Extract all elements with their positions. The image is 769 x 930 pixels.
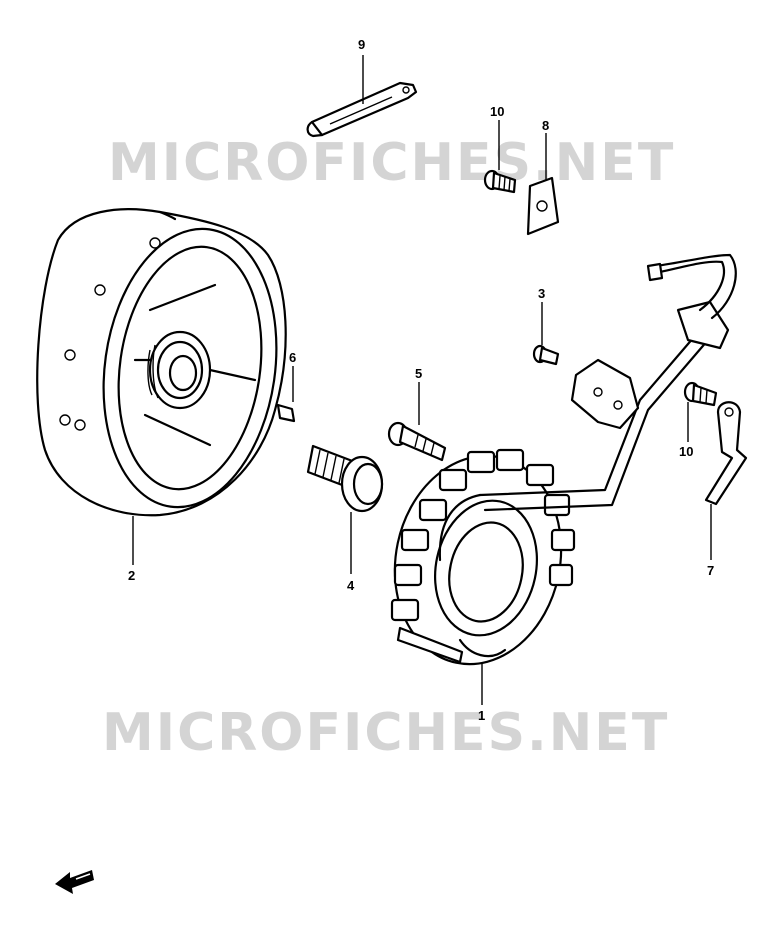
callout-7: 7 [707, 563, 714, 578]
watermark-bottom: MICROFICHES.NET [102, 703, 669, 763]
part-9-bracket [306, 81, 418, 138]
part-7-clamp [704, 401, 748, 506]
direction-arrow-icon [55, 870, 94, 894]
part-4-flange-bolt [306, 444, 384, 513]
callout-3: 3 [538, 286, 545, 301]
part-3-screw [532, 344, 560, 366]
part-1-stator [390, 253, 737, 666]
part-6-key [276, 403, 296, 423]
part-5-bolt [387, 421, 447, 462]
callout-9: 9 [358, 37, 365, 52]
leader-lines [132, 55, 712, 705]
part-10-bolt-top [483, 169, 517, 194]
callout-4: 4 [347, 578, 355, 593]
callout-6: 6 [289, 350, 296, 365]
callout-10-right: 10 [679, 444, 693, 459]
part-10-bolt-right [683, 381, 718, 407]
part-8-plate [526, 176, 560, 236]
callout-1: 1 [478, 708, 485, 723]
callout-5: 5 [415, 366, 422, 381]
watermark-top: MICROFICHES.NET [108, 133, 675, 193]
callout-8: 8 [542, 118, 549, 133]
callout-2: 2 [128, 568, 135, 583]
part-2-rotor [36, 208, 287, 517]
callout-10-top: 10 [490, 104, 504, 119]
